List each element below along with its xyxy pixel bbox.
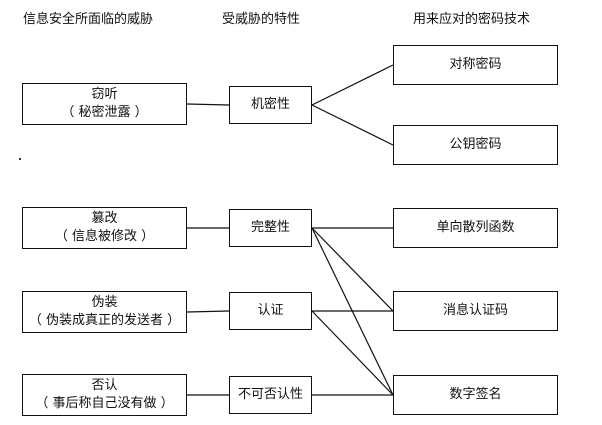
property-technique-link <box>311 227 394 312</box>
property-box-authentication: 认证 <box>229 292 312 330</box>
property-box-integrity: 完整性 <box>229 209 312 247</box>
technique-box-hash-function: 单向散列函数 <box>393 208 558 248</box>
property-technique-link <box>311 310 394 396</box>
property-name: 不可否认性 <box>237 387 303 402</box>
threats-column-header: 信息安全所面临的威胁 <box>23 12 154 27</box>
technique-box-mac: 消息认证码 <box>393 291 558 331</box>
threat-box-spoofing: 伪装 （ 伪装成真正的发送者 ） <box>22 291 187 333</box>
technique-box-digital-signature: 数字签名 <box>393 375 558 415</box>
property-technique-link <box>311 104 394 146</box>
technique-box-public-key-cipher: 公钥密码 <box>393 125 558 165</box>
threat-name: 伪装 <box>91 295 118 310</box>
technique-name: 消息认证码 <box>442 303 508 318</box>
technique-box-symmetric-cipher: 对称密码 <box>393 45 558 85</box>
speck-mark <box>19 158 21 160</box>
threat-detail: （ 伪装成真正的发送者 ） <box>28 313 181 328</box>
properties-column-header: 受威胁的特性 <box>222 12 301 27</box>
technique-name: 数字签名 <box>449 387 502 402</box>
threat-name: 篡改 <box>91 211 118 226</box>
threat-detail: （ 事后称自己没有做 ） <box>35 396 174 411</box>
property-name: 机密性 <box>250 97 290 112</box>
technique-name: 对称密码 <box>449 57 502 72</box>
property-name: 认证 <box>257 303 284 318</box>
threat-name: 否认 <box>91 378 118 393</box>
property-technique-link <box>311 64 394 106</box>
property-box-non-repudiation: 不可否认性 <box>229 376 312 414</box>
techniques-column-header: 用来应对的密码技术 <box>413 12 531 27</box>
property-name: 完整性 <box>250 220 290 235</box>
technique-name: 单向散列函数 <box>436 220 515 235</box>
threat-detail: （ 秘密泄露 ） <box>61 105 148 120</box>
threat-box-eavesdropping: 窃听 （ 秘密泄露 ） <box>22 83 187 125</box>
threat-box-tampering: 篡改 （ 信息被修改 ） <box>22 207 187 249</box>
threat-property-link <box>186 103 230 106</box>
technique-name: 公钥密码 <box>449 137 502 152</box>
threat-detail: （ 信息被修改 ） <box>54 229 155 244</box>
threat-property-link <box>186 310 230 313</box>
threat-name: 窃听 <box>91 87 118 102</box>
property-box-confidentiality: 机密性 <box>229 86 312 124</box>
threat-box-repudiation: 否认 （ 事后称自己没有做 ） <box>22 374 187 416</box>
